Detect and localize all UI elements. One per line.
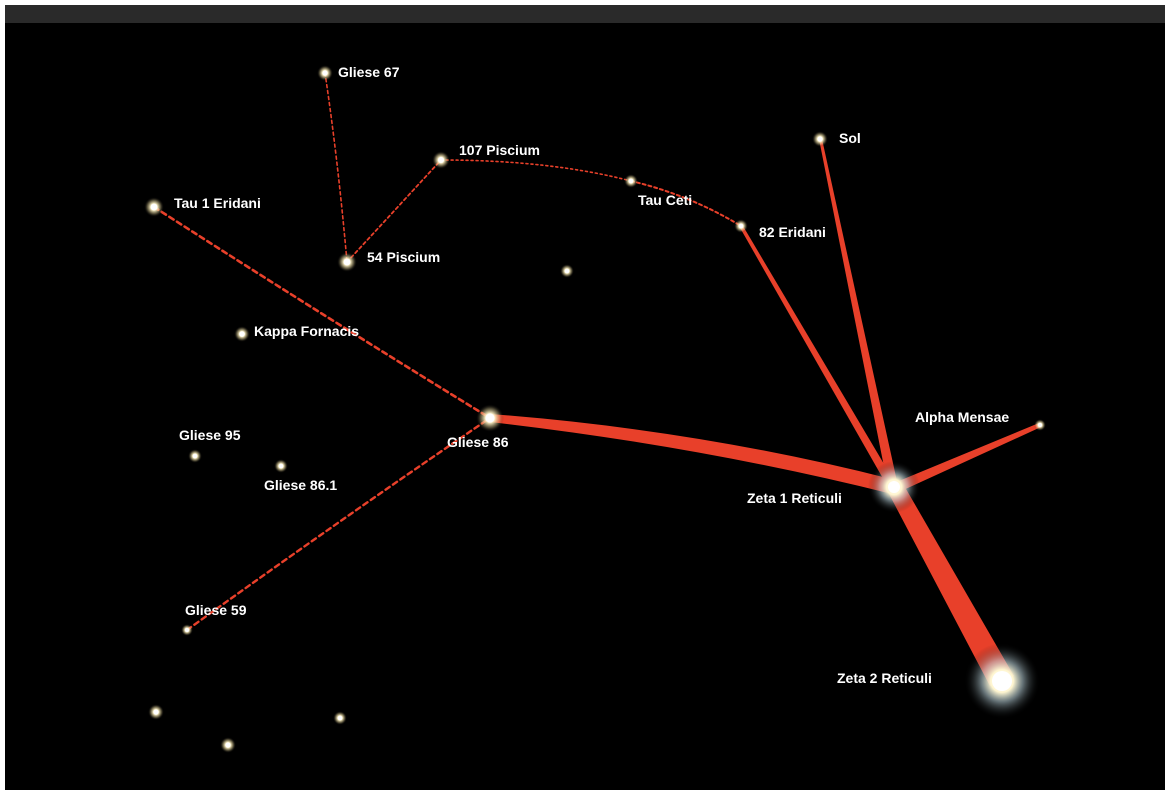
label-82-eridani: 82 Eridani [759,224,826,240]
label-gliese-59: Gliese 59 [185,602,247,618]
star-gliese-95 [188,449,202,463]
star-zeta-2-reticuli [964,643,1040,719]
dashed-routes [152,72,742,632]
label-54-piscium: 54 Piscium [367,249,440,265]
window-top-bar [5,5,1165,23]
solid-routes [490,139,1041,686]
label-gliese-67: Gliese 67 [338,64,400,80]
star-82-eridani [734,219,748,233]
label-alpha-mensae: Alpha Mensae [915,409,1009,425]
label-tau-ceti: Tau Ceti [638,192,692,208]
route-alphamensae-zeta1 [894,423,1041,492]
route-zeta1-zeta2 [888,482,1014,686]
stars [144,65,1046,753]
star-gliese-67 [317,65,333,81]
star-sol [812,131,828,147]
route-107piscium-tauceti [440,159,632,182]
star-unlabeled-3 [333,711,347,725]
label-gliese-86-1: Gliese 86.1 [264,477,337,493]
label-zeta-2-reticuli: Zeta 2 Reticuli [837,670,932,686]
route-82eridani-zeta1 [739,226,897,489]
star-gliese-86 [476,404,504,432]
route-tau1eridani-gliese86 [152,205,492,420]
route-tauceti-82eridani [630,180,742,227]
star-gliese-59 [181,624,193,636]
star-54-piscium [337,252,357,272]
label-107-piscium: 107 Piscium [459,142,540,158]
star-alpha-mensae [1034,419,1046,431]
star-tau-ceti [624,174,638,188]
star-kappa-fornacis [234,326,250,342]
route-gliese86-zeta1 [490,414,895,494]
label-gliese-86: Gliese 86 [447,434,509,450]
star-unlabeled-2 [148,704,164,720]
label-sol: Sol [839,130,861,146]
star-unlabeled-1 [560,264,574,278]
star-107-piscium [432,151,450,169]
route-54piscium-107piscium [346,159,442,263]
route-gliese67-54piscium [324,72,348,263]
star-gliese-86-1 [274,459,288,473]
route-sol-zeta1 [819,139,898,487]
label-gliese-95: Gliese 95 [179,427,241,443]
route-gliese59-gliese86 [185,416,492,632]
star-tau-1-eridani [144,197,164,217]
label-kappa-fornacis: Kappa Fornacis [254,323,359,339]
star-zeta-1-reticuli [868,461,920,513]
star-labels: Gliese 67 107 Piscium Sol Tau 1 Eridani … [174,64,1009,686]
star-unlabeled-4 [220,737,236,753]
label-zeta-1-reticuli: Zeta 1 Reticuli [747,490,842,506]
label-tau-1-eridani: Tau 1 Eridani [174,195,261,211]
